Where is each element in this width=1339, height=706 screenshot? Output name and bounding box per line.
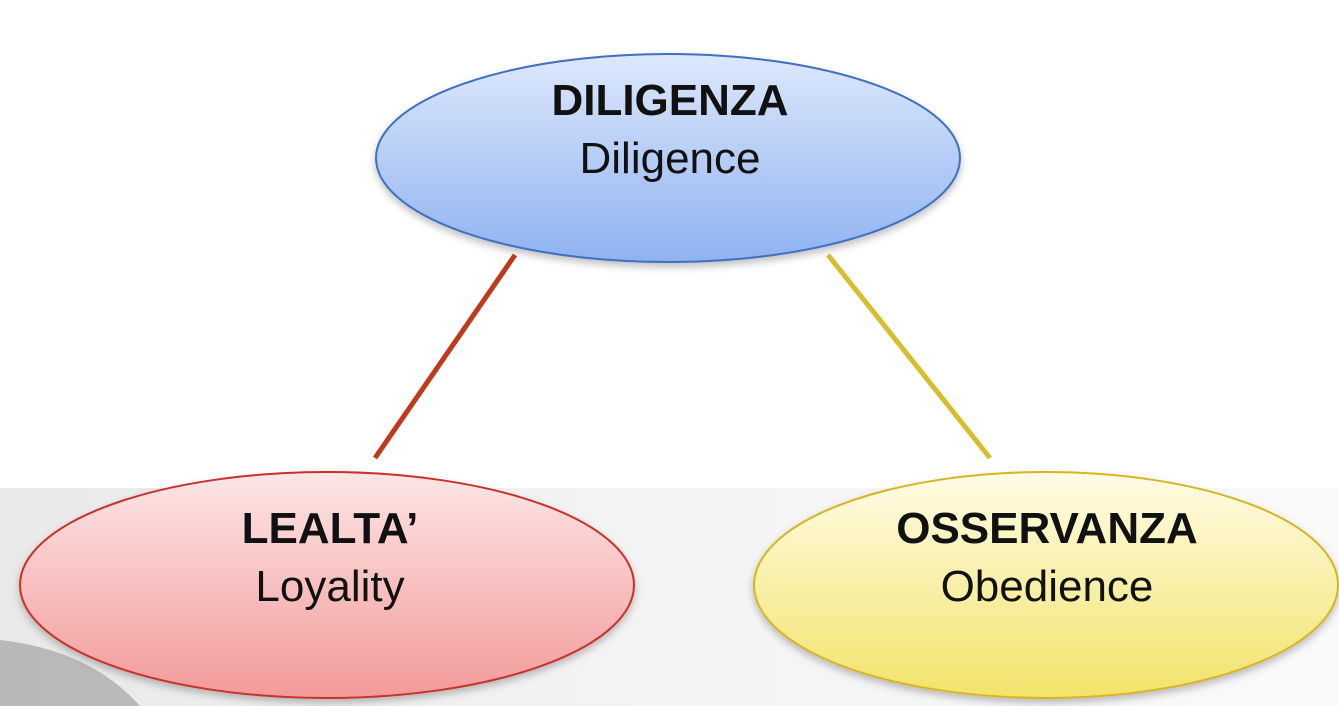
background-shadow: [0, 640, 140, 706]
node-diligenza-title: DILIGENZA: [551, 76, 789, 125]
node-lealta: LEALTA’ Loyality: [20, 500, 640, 616]
node-lealta-ellipse: [19, 471, 635, 699]
node-osservanza-subtitle: Obedience: [940, 562, 1154, 611]
node-osservanza-ellipse: [753, 471, 1339, 699]
node-lealta-subtitle: Loyality: [255, 562, 405, 611]
connector-diligenza-lealta: [372, 253, 518, 460]
node-diligenza-subtitle: Diligence: [579, 134, 761, 183]
node-diligenza: DILIGENZA Diligence: [375, 72, 965, 188]
node-osservanza-title: OSSERVANZA: [896, 504, 1198, 553]
connector-diligenza-osservanza: [826, 253, 992, 460]
node-lealta-title: LEALTA’: [241, 504, 419, 553]
node-diligenza-ellipse: [375, 53, 961, 263]
node-osservanza: OSSERVANZA Obedience: [752, 500, 1339, 616]
